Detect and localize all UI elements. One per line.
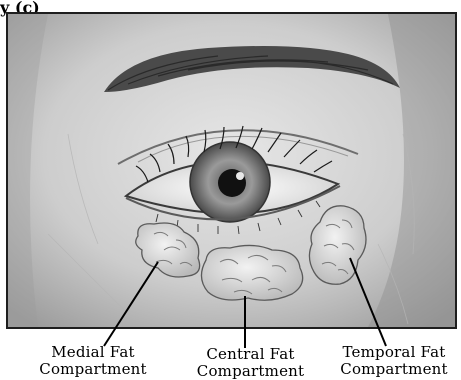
central-label-line1: Central Fat bbox=[178, 346, 323, 363]
medial-label-line1: Medial Fat bbox=[24, 344, 162, 361]
medial-label-line2: Compartment bbox=[24, 361, 162, 378]
temporal-fat-compartment-label: Temporal Fat Compartment bbox=[327, 344, 461, 378]
medial-leader-line bbox=[104, 262, 158, 346]
central-label-line2: Compartment bbox=[178, 363, 323, 380]
medial-fat-compartment-label: Medial Fat Compartment bbox=[24, 344, 162, 378]
central-fat-compartment-label: Central Fat Compartment bbox=[178, 346, 323, 380]
temporal-leader-line bbox=[350, 258, 386, 346]
temporal-label-line1: Temporal Fat bbox=[327, 344, 461, 361]
temporal-label-line2: Compartment bbox=[327, 361, 461, 378]
